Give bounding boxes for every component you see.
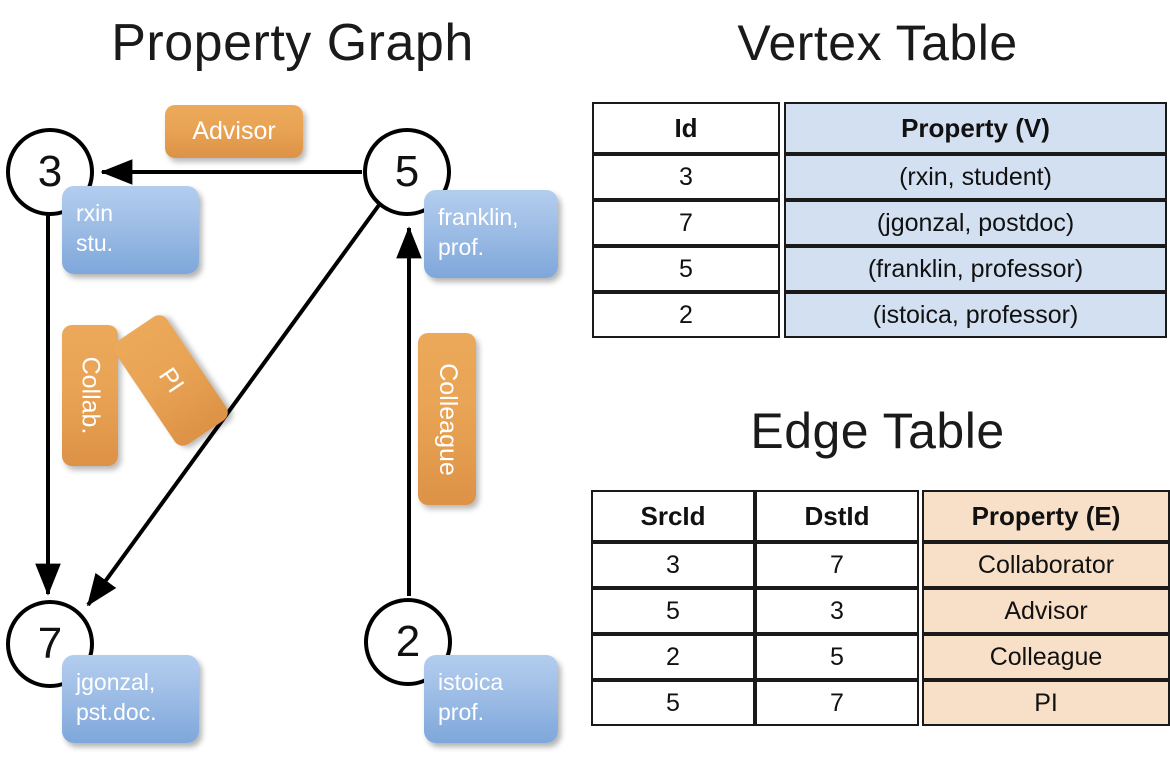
graph-edges-layer: [35, 159, 422, 607]
vertex-cell-id: 3: [592, 154, 780, 200]
edge-cell-srcid: 5: [591, 680, 755, 726]
edge-label-colleague: Colleague: [418, 333, 476, 505]
table-row: Advisor: [922, 588, 1170, 634]
vertex-cell-property: (jgonzal, postdoc): [784, 200, 1167, 246]
edge-cell-srcid: 3: [591, 542, 755, 588]
table-row: Colleague: [922, 634, 1170, 680]
vertex-callout-2-line2: prof.: [438, 699, 485, 725]
table-row: 5 7: [591, 680, 919, 726]
vertex-cell-property: (franklin, professor): [784, 246, 1167, 292]
edge-cell-dstid: 3: [755, 588, 919, 634]
vertex-callout-5-line1: franklin,: [438, 204, 519, 230]
table-header-row: Id: [592, 102, 780, 154]
table-row: 5: [592, 246, 780, 292]
graph-node-2[interactable]: 2: [364, 598, 452, 686]
vertex-header-property: Property (V): [784, 102, 1167, 154]
table-row: 3: [592, 154, 780, 200]
vertex-callout-2-line1: istoica: [438, 669, 504, 695]
vertex-table-id-column: Id 3 7 5 2: [592, 102, 780, 338]
edge-header-property: Property (E): [922, 490, 1170, 542]
edge-label-pi-text: PI: [153, 362, 190, 398]
edge-cell-property: Advisor: [922, 588, 1170, 634]
vertex-cell-property: (rxin, student): [784, 154, 1167, 200]
table-row: 7: [592, 200, 780, 246]
vertex-callout-3-line1: rxin: [76, 200, 114, 226]
edge-label-collab-text: Collab.: [76, 356, 105, 435]
table-row: (istoica, professor): [784, 292, 1167, 338]
table-header-row: SrcId DstId: [591, 490, 919, 542]
vertex-cell-property: (istoica, professor): [784, 292, 1167, 338]
table-row: (jgonzal, postdoc): [784, 200, 1167, 246]
edge-label-advisor-text: Advisor: [192, 117, 276, 145]
edge-label-colleague-text: Colleague: [433, 362, 462, 476]
edge-label-collab: Collab.: [62, 325, 118, 466]
property-graph-diagram: 3 5 7 2 rxin stu. franklin, prof. jgonza…: [6, 105, 558, 743]
table-row: 2: [592, 292, 780, 338]
page-title-property-graph: Property Graph: [111, 14, 474, 72]
vertex-header-id: Id: [592, 102, 780, 154]
table-row: 3 7: [591, 542, 919, 588]
table-row: (franklin, professor): [784, 246, 1167, 292]
vertex-callout-3: rxin stu.: [62, 186, 199, 274]
edge-label-advisor: Advisor: [165, 105, 303, 158]
edge-cell-dstid: 5: [755, 634, 919, 680]
edge-table-property-column: Property (E) Collaborator Advisor Collea…: [922, 490, 1170, 726]
vertex-callout-5: franklin, prof.: [424, 190, 558, 278]
vertex-cell-id: 2: [592, 292, 780, 338]
edge-table-id-columns: SrcId DstId 3 7 5 3 2 5 5 7: [591, 490, 919, 726]
page-title-vertex-table: Vertex Table: [737, 15, 1018, 71]
edge-cell-property: Colleague: [922, 634, 1170, 680]
edge-header-srcid: SrcId: [591, 490, 755, 542]
edge-cell-dstid: 7: [755, 542, 919, 588]
edge-cell-property: PI: [922, 680, 1170, 726]
vertex-callout-2: istoica prof.: [424, 655, 558, 743]
table-row: Collaborator: [922, 542, 1170, 588]
table-row: 5 3: [591, 588, 919, 634]
table-row: 2 5: [591, 634, 919, 680]
vertex-callout-5-line2: prof.: [438, 234, 485, 260]
table-header-row: Property (V): [784, 102, 1167, 154]
edge-5-to-7-pi: [86, 203, 381, 607]
vertex-callout-3-line2: stu.: [76, 230, 114, 256]
edge-cell-property: Collaborator: [922, 542, 1170, 588]
graph-node-5[interactable]: 5: [363, 128, 451, 216]
page-title-edge-table: Edge Table: [750, 403, 1005, 459]
table-header-row: Property (E): [922, 490, 1170, 542]
edge-header-dstid: DstId: [755, 490, 919, 542]
table-row: (rxin, student): [784, 154, 1167, 200]
vertex-table-property-column: Property (V) (rxin, student) (jgonzal, p…: [784, 102, 1167, 338]
vertex-callout-7: jgonzal, pst.doc.: [62, 655, 199, 743]
table-row: PI: [922, 680, 1170, 726]
vertex-callout-7-line1: jgonzal,: [76, 669, 156, 695]
vertex-cell-id: 5: [592, 246, 780, 292]
edge-cell-srcid: 2: [591, 634, 755, 680]
edge-cell-srcid: 5: [591, 588, 755, 634]
vertex-cell-id: 7: [592, 200, 780, 246]
edge-cell-dstid: 7: [755, 680, 919, 726]
vertex-callout-7-line2: pst.doc.: [76, 699, 157, 725]
